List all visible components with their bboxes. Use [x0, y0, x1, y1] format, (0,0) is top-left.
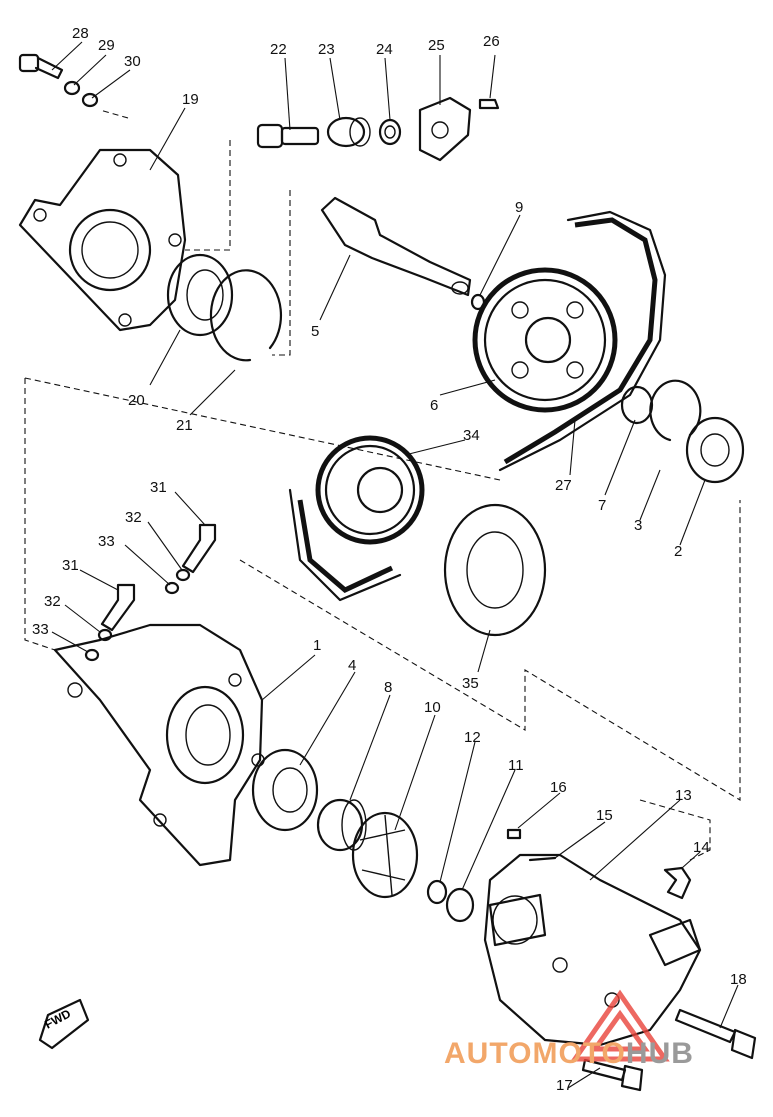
callout-label: 11	[508, 757, 524, 774]
callout-label: 4	[348, 657, 356, 674]
callout-label: 12	[464, 729, 481, 746]
screw-26	[478, 98, 500, 110]
callout-label: 16	[550, 779, 567, 796]
plate-35	[443, 503, 547, 637]
screw-18	[674, 1008, 757, 1060]
impeller-10	[351, 811, 419, 899]
watermark-text-secondary: HUB	[625, 1037, 694, 1070]
callout-label: 14	[693, 839, 710, 856]
washer-32-upper	[175, 568, 191, 582]
callout-label: 21	[176, 417, 193, 434]
pin-16	[506, 828, 522, 840]
callout-label: 32	[44, 593, 61, 610]
washer-33-lower	[84, 648, 100, 662]
callout-label: 31	[62, 557, 79, 574]
washer-33-upper	[164, 581, 180, 595]
callout-label: 29	[98, 37, 115, 54]
bearing-4	[251, 748, 319, 832]
callout-label: 23	[318, 41, 335, 58]
shaft-22	[256, 123, 320, 149]
callout-label: 31	[150, 479, 167, 496]
fwd-arrow-icon	[38, 998, 90, 1050]
washer-12	[426, 879, 448, 905]
callout-label: 32	[125, 509, 142, 526]
callout-label: 2	[674, 543, 682, 560]
bolt-31-lower	[100, 583, 136, 632]
screw-17	[581, 1058, 644, 1092]
callout-label: 7	[598, 497, 606, 514]
callout-label: 33	[32, 621, 49, 638]
bush-8	[316, 798, 367, 852]
callout-label: 34	[463, 427, 480, 444]
timing-belt-27	[288, 210, 667, 602]
bearing-20	[166, 253, 234, 337]
callout-label: 22	[270, 41, 287, 58]
callout-label: 15	[596, 807, 613, 824]
nut-11	[445, 887, 475, 923]
housing-1	[53, 623, 265, 867]
circlip-21	[209, 269, 283, 362]
shaft-5	[320, 196, 472, 297]
callout-label: 3	[634, 517, 642, 534]
callout-label: 30	[124, 53, 141, 70]
bolt-28	[18, 53, 64, 80]
bolt-31-upper	[181, 523, 217, 574]
circlip-3	[649, 379, 702, 442]
leader-lines	[51, 41, 739, 1089]
callout-label: 20	[128, 392, 145, 409]
washer-7	[620, 385, 654, 425]
washer-30	[81, 92, 99, 108]
callout-label: 28	[72, 25, 89, 42]
callout-label: 9	[515, 199, 523, 216]
sprocket-6	[472, 267, 618, 413]
callout-label: 24	[376, 41, 393, 58]
callout-label: 13	[675, 787, 692, 804]
callout-label: 5	[311, 323, 319, 340]
sprocket-34	[315, 435, 425, 545]
callout-label: 27	[555, 477, 572, 494]
assembly-boundary-lines	[24, 109, 741, 861]
watermark-text: AUTOMOTOHUB	[444, 1037, 694, 1071]
callout-label: 18	[730, 971, 747, 988]
washer-32-lower	[97, 628, 113, 642]
bearing-2	[685, 416, 745, 484]
gasket-15	[528, 856, 557, 862]
callout-label: 8	[384, 679, 392, 696]
plate-25	[418, 96, 472, 162]
hose-fitting-14	[663, 866, 692, 900]
watermark-text-primary: AUTOMOTO	[444, 1037, 626, 1070]
pump-cover-13	[483, 853, 702, 1047]
callout-labels: 28 29 30 19 22 23 24 25 26 9 5 20 21 6 3…	[32, 25, 747, 1094]
seal-24	[378, 118, 402, 146]
callout-label: 17	[556, 1077, 573, 1094]
washer-29	[63, 80, 81, 96]
callout-label: 26	[483, 33, 500, 50]
callout-label: 25	[428, 37, 445, 54]
bush-23	[326, 116, 371, 148]
callout-label: 10	[424, 699, 441, 716]
callout-label: 35	[462, 675, 479, 692]
callout-label: 33	[98, 533, 115, 550]
callout-label: 1	[313, 637, 321, 654]
callout-label: 6	[430, 397, 438, 414]
callout-label: 19	[182, 91, 199, 108]
cover-19	[18, 148, 187, 332]
